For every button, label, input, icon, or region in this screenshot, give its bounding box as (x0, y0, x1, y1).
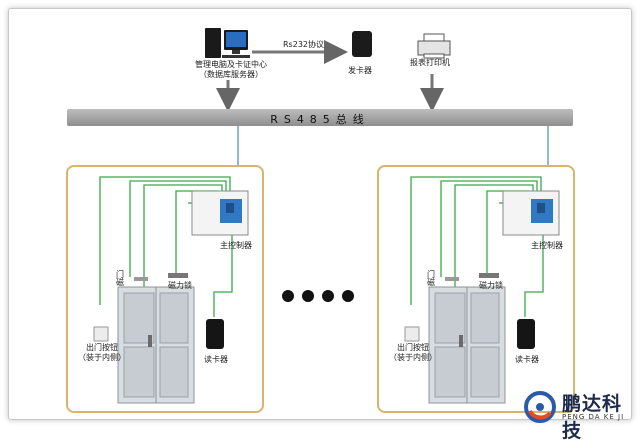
door-contact-label-left-2: 磁 (116, 278, 124, 287)
door-unit-right: 主控制器 门 磁 磁力锁 出门按钮 （装于内侧） 读卡器 (377, 165, 575, 413)
maglock-label-right: 磁力锁 (479, 281, 503, 290)
ellipsis-dot (342, 290, 354, 302)
computer-icon (205, 28, 250, 58)
card-issuer-label: 发卡器 (348, 66, 372, 75)
pc-label: 管理电脑及卡证中心 （数据库服务器） (176, 60, 286, 80)
pc-label-line1: 管理电脑及卡证中心 (195, 60, 267, 69)
brand-subtitle: PENG DA KE JI (562, 413, 625, 421)
bus-label: RS485总线 (270, 113, 370, 126)
brand-logo: 鹏达科技 PENG DA KE JI (522, 389, 632, 442)
door-contact-label-right-1: 门 (427, 270, 435, 279)
controller-label-right: 主控制器 (531, 241, 563, 250)
door-contact-label-left-1: 门 (116, 270, 124, 279)
reader-label-right: 读卡器 (515, 355, 539, 364)
exit-button-label-right-1: 出门按钮 (397, 343, 429, 352)
exit-button-label-right-2: （装于内侧） (389, 353, 437, 362)
printer-label: 报表打印机 (410, 58, 450, 67)
exit-button-label-left-1: 出门按钮 (86, 343, 118, 352)
ellipsis-dot (302, 290, 314, 302)
maglock-label-left: 磁力锁 (168, 281, 192, 290)
controller-label-left: 主控制器 (220, 241, 252, 250)
pc-label-line2: （数据库服务器） (199, 70, 263, 79)
printer-icon (417, 33, 451, 59)
protocol-label: Rs232协议 (283, 40, 324, 49)
ellipsis-dot (282, 290, 294, 302)
exit-button-label-right: 出门按钮 （装于内侧） (385, 343, 441, 363)
exit-button-label-left: 出门按钮 （装于内侧） (74, 343, 130, 363)
door-contact-label-right: 门 磁 (427, 271, 435, 287)
rs485-bus: RS485总线 (67, 109, 573, 126)
door-unit-left: 主控制器 门 磁 磁力锁 出门按钮 （装于内侧） 读卡器 (66, 165, 264, 413)
card-issuer-icon (352, 31, 372, 57)
door-unit-right-drawing (404, 176, 560, 404)
door-contact-label-right-2: 磁 (427, 278, 435, 287)
exit-button-label-left-2: （装于内侧） (78, 353, 126, 362)
door-contact-label-left: 门 磁 (116, 271, 124, 287)
brand-emblem-icon (524, 391, 556, 423)
door-unit-left-drawing (93, 176, 249, 404)
ellipsis-dot (322, 290, 334, 302)
reader-label-left: 读卡器 (204, 355, 228, 364)
